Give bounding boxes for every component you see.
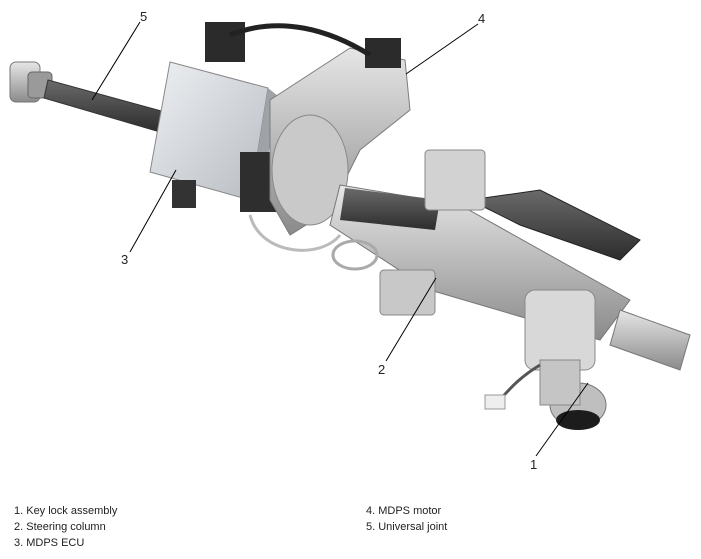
legend-item: 1. Key lock assembly [14,505,118,517]
legend-left: 1. Key lock assembly 2. Steering column … [14,503,117,551]
legend-item: 4. MDPS motor [366,505,442,517]
legend-item: 2. Steering column [14,521,106,533]
mdps-steering-assembly-illustration [9,21,691,457]
leader-line-1 [535,382,589,457]
leader-line-3 [129,169,177,253]
steering-column [329,149,691,371]
mdps-motor [229,23,411,252]
legend-item: 5. Universal joint [366,521,448,533]
callout-1: 1 [530,457,538,472]
callout-2: 2 [378,362,386,377]
mdps-ecu [149,22,280,212]
legend-right: 4. MDPS motor 5. Universal joint [366,503,447,535]
leader-line-5 [91,21,141,101]
key-lock-assembly [484,289,607,430]
callout-3: 3 [121,252,129,267]
legend-item: 3. MDPS ECU [14,537,85,549]
leader-line-4 [405,23,479,75]
callout-4: 4 [478,11,486,26]
callout-5: 5 [140,9,148,24]
leader-line-2 [385,277,437,362]
universal-joint [9,61,166,133]
